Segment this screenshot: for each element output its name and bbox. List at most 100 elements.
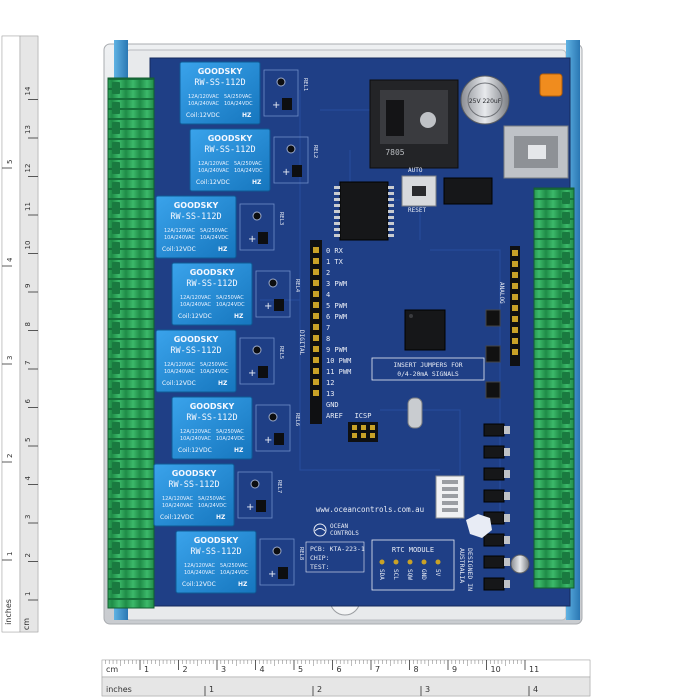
io-pin-label: 9 PWM bbox=[326, 346, 347, 354]
rtc-pin-label: SQW bbox=[406, 569, 413, 580]
header-pin bbox=[512, 261, 518, 267]
relay-rating-1: 12A/120VAC bbox=[180, 295, 211, 301]
bottom-ruler-inches-label: inches bbox=[106, 685, 132, 694]
crystal bbox=[407, 397, 423, 429]
relay-rating-3: 5A/250VAC bbox=[200, 228, 228, 234]
relay-pad bbox=[278, 567, 288, 579]
terminal-screw bbox=[112, 222, 120, 234]
relay-brand: GOODSKY bbox=[172, 469, 217, 478]
header-pin bbox=[313, 258, 319, 264]
relay-rating-4: 10A/24VDC bbox=[234, 168, 263, 174]
ruler-tick-label: 5 bbox=[6, 160, 14, 164]
relay-terminal-outline bbox=[255, 270, 291, 318]
ruler-tick-label: 2 bbox=[317, 685, 322, 694]
ruler-tick-label: 9 bbox=[24, 284, 32, 288]
terminal-screw bbox=[562, 332, 570, 344]
ic-pin bbox=[388, 192, 394, 195]
ic-pin bbox=[334, 210, 340, 213]
ruler-tick-label: 3 bbox=[24, 515, 32, 519]
relay-screw-hole bbox=[250, 479, 260, 489]
relay-rating-3: 5A/250VAC bbox=[234, 161, 262, 167]
relay-screw-hole bbox=[276, 77, 286, 87]
relay-rating-3: 5A/250VAC bbox=[224, 94, 252, 100]
left-ruler-inches-label: inches bbox=[4, 599, 13, 625]
ruler-tick-label: 1 bbox=[209, 685, 214, 694]
ruler-tick-label: 6 bbox=[24, 399, 32, 404]
ruler-tick-label: 9 bbox=[452, 665, 457, 674]
relay-body bbox=[155, 195, 237, 259]
ic-pin bbox=[388, 204, 394, 207]
relay-polarity: + bbox=[264, 301, 272, 312]
terminal-screw bbox=[112, 442, 120, 454]
relay-body bbox=[179, 61, 261, 125]
ruler-tick-label: 4 bbox=[260, 665, 265, 674]
terminal-screw bbox=[562, 392, 570, 404]
io-pin-label: 5 PWM bbox=[326, 302, 347, 310]
small-capacitor bbox=[510, 554, 530, 574]
terminal-screw bbox=[112, 502, 120, 514]
transistor-tab bbox=[504, 448, 510, 456]
relay-rating-4: 10A/24VDC bbox=[200, 369, 229, 375]
transistor bbox=[483, 577, 505, 591]
header-pin bbox=[313, 335, 319, 341]
relay-terminal-outline bbox=[273, 136, 309, 184]
ruler-tick-label: 1 bbox=[6, 552, 14, 556]
terminal-screw bbox=[112, 382, 120, 394]
terminal-screw bbox=[562, 252, 570, 264]
designed-line2: AUSTRALIA bbox=[458, 548, 466, 583]
relay-terminal-outline bbox=[239, 337, 275, 385]
terminal-screw bbox=[112, 342, 120, 354]
relay-coil: Coil:12VDC bbox=[196, 179, 230, 186]
reset-label: RESET bbox=[408, 207, 426, 214]
relay-brand: GOODSKY bbox=[198, 67, 243, 76]
header-pin bbox=[512, 305, 518, 311]
rtc-pin-label: SCL bbox=[392, 569, 399, 580]
usb-b-connector bbox=[503, 125, 569, 179]
transistor bbox=[483, 423, 505, 437]
relay-4: GOODSKYRW-SS-112D12A/120VAC10A/240VAC5A/… bbox=[171, 262, 300, 326]
rtc-pin bbox=[379, 559, 385, 565]
relay-rating-1: 12A/120VAC bbox=[180, 429, 211, 435]
rtc-pin bbox=[435, 559, 441, 565]
io-pin-label: 6 PWM bbox=[326, 313, 347, 321]
socket-pin bbox=[442, 480, 458, 484]
reset-button[interactable] bbox=[401, 175, 437, 207]
relay-rating-2: 10A/240VAC bbox=[184, 570, 215, 576]
capacitor-text: 25V 220uF bbox=[469, 98, 502, 105]
ruler-tick-label: 5 bbox=[298, 665, 303, 674]
current-jumpers[interactable] bbox=[485, 309, 501, 399]
header-pin bbox=[313, 379, 319, 385]
header-pin bbox=[370, 433, 375, 438]
ic-pin bbox=[388, 228, 394, 231]
io-pin-label: 4 bbox=[326, 291, 330, 299]
relay-label: REL3 bbox=[278, 212, 284, 225]
header-pin bbox=[313, 324, 319, 330]
terminal-screw bbox=[112, 182, 120, 194]
relay-rating-4: 10A/24VDC bbox=[220, 570, 249, 576]
terminal-screw bbox=[562, 512, 570, 524]
output-transistors bbox=[483, 423, 510, 591]
ic-pin bbox=[334, 192, 340, 195]
transistor-tab bbox=[504, 492, 510, 500]
terminal-screw bbox=[562, 272, 570, 284]
relay-pad bbox=[292, 165, 302, 177]
ic-pin bbox=[388, 186, 394, 189]
terminal-screw bbox=[562, 472, 570, 484]
header-pin bbox=[313, 390, 319, 396]
header-pin bbox=[313, 247, 319, 253]
relay-polarity: + bbox=[272, 100, 280, 111]
transistor bbox=[483, 489, 505, 503]
terminal-screw bbox=[112, 82, 120, 94]
voltage-regulator: 7805 bbox=[369, 79, 459, 169]
terminal-screw bbox=[112, 282, 120, 294]
relay-coil: Coil:12VDC bbox=[162, 380, 196, 387]
analog-header: ANALOG bbox=[498, 246, 520, 366]
transistor bbox=[483, 467, 505, 481]
terminal-screw bbox=[562, 492, 570, 504]
relay-rating-3: 5A/250VAC bbox=[198, 496, 226, 502]
terminal-screw bbox=[112, 542, 120, 554]
relay-rating-1: 12A/120VAC bbox=[162, 496, 193, 502]
